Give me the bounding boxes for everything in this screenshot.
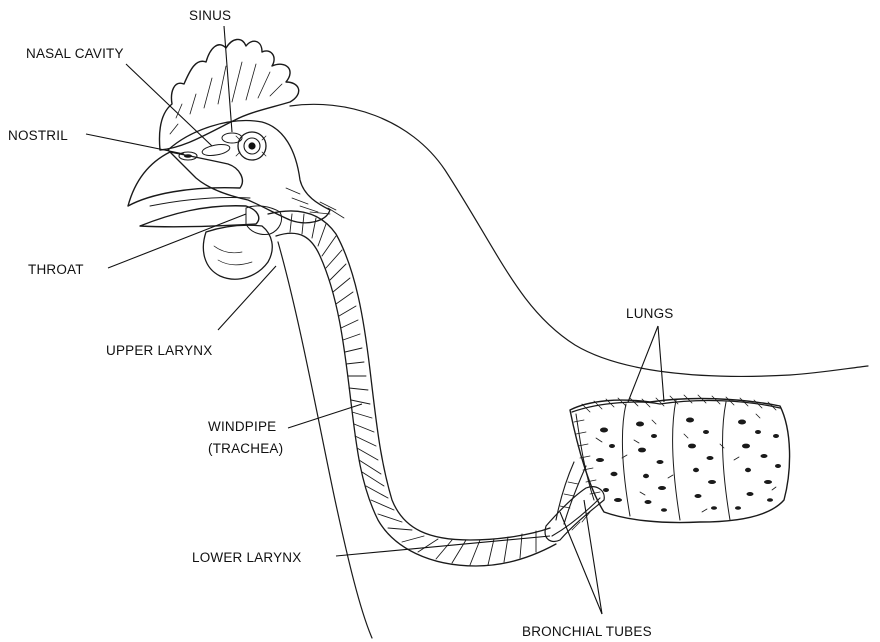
label-trachea: (TRACHEA) — [208, 441, 283, 456]
label-bronchial-tubes: BRONCHIAL TUBES — [522, 624, 652, 639]
label-lower-larynx: LOWER LARYNX — [192, 550, 301, 565]
label-nasal-cavity: NASAL CAVITY — [26, 46, 124, 61]
trachea — [246, 206, 556, 566]
leader-lines — [86, 26, 664, 614]
leader-throat — [108, 214, 246, 268]
leader-nostril — [86, 134, 184, 154]
tracheal-rings — [290, 214, 536, 565]
nasal-cavity-shape — [201, 143, 230, 158]
bronchial-tubes-shape — [545, 462, 604, 541]
eye-pupil — [248, 142, 255, 149]
wattle — [203, 225, 272, 279]
label-sinus: SINUS — [189, 8, 231, 23]
body-outline — [278, 104, 868, 638]
leader-upper-larynx — [218, 266, 276, 330]
sinus-cavity — [222, 133, 242, 143]
lungs-shape — [570, 395, 790, 523]
leader-lower-larynx — [336, 536, 550, 556]
leader-bronchial-b — [584, 500, 602, 614]
label-windpipe: WINDPIPE — [208, 419, 276, 434]
leader-bronchial-a — [560, 512, 602, 614]
upper-larynx-shape — [246, 206, 282, 235]
label-upper-larynx: UPPER LARYNX — [106, 343, 212, 358]
label-throat: THROAT — [28, 262, 84, 277]
label-lungs: LUNGS — [626, 306, 674, 321]
leader-windpipe — [288, 404, 362, 428]
leader-lungs-left — [628, 326, 658, 402]
leader-nasal-cavity — [126, 64, 212, 146]
label-nostril: NOSTRIL — [8, 128, 68, 143]
leader-lungs-right — [658, 326, 664, 402]
